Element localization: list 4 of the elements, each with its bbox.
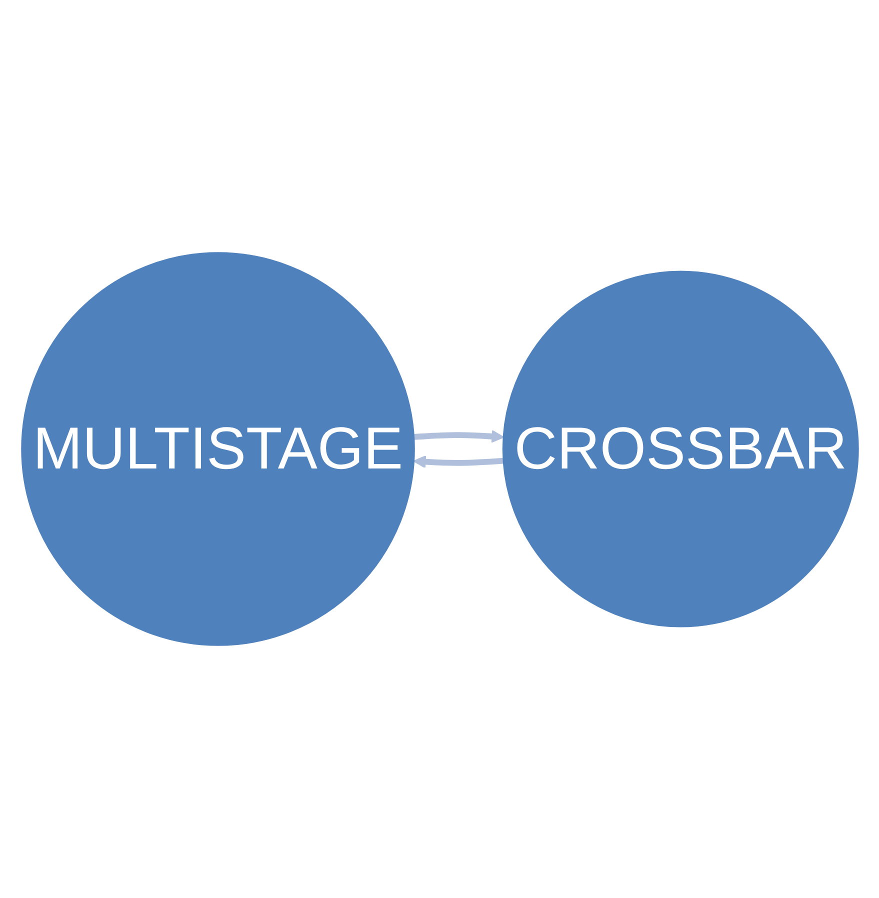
arrow: [413, 430, 504, 443]
node-circle: MULTISTAGE: [20, 252, 414, 646]
arrow: [412, 455, 504, 468]
node-circle: CROSSBAR: [502, 270, 858, 628]
